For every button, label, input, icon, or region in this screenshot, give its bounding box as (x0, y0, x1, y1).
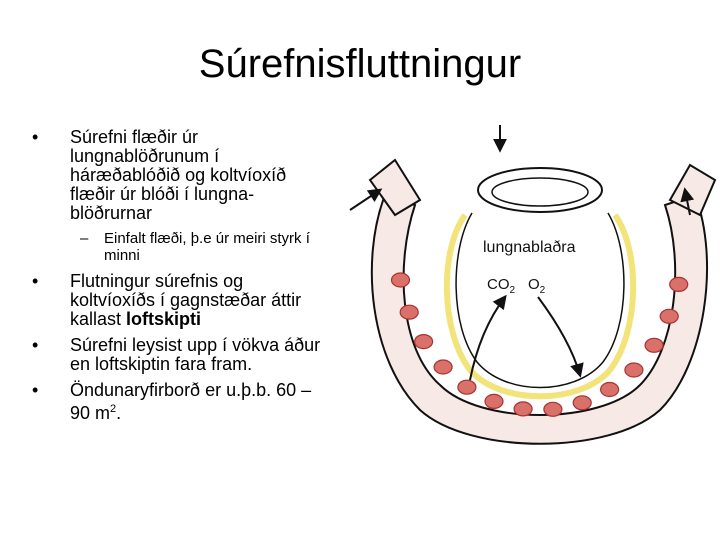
bullet-line: lungnablöðrunum í (70, 146, 220, 166)
red-blood-cell (484, 393, 504, 409)
flow-arrow-left (349, 188, 383, 211)
red-blood-cell (669, 276, 689, 292)
red-blood-cell (414, 334, 434, 350)
red-blood-cell (390, 272, 411, 288)
bullet-line: Flutningur súrefnis og (70, 271, 244, 291)
bullet-line: en loftskiptin fara fram. (70, 354, 253, 374)
capillary-band (370, 193, 709, 445)
bullet-line: Öndunaryfirborð er u.þ.b. 60 – (70, 380, 312, 400)
o2-arrow (537, 296, 584, 378)
bullet-item-2: • Flutningur súrefnis og koltvíoxíðs í g… (32, 272, 342, 329)
sub-bullet-line: minni (104, 247, 140, 264)
alveolus-label: lungnablaðra (483, 239, 576, 256)
bullet-dot: • (32, 335, 39, 355)
red-blood-cell (399, 304, 419, 320)
capillary-wall (368, 158, 717, 445)
bullet-text: . (116, 403, 122, 423)
slide-title: Súrefnisfluttningur (198, 42, 522, 86)
flow-arrow-top-right (680, 187, 695, 216)
bullet-line: háræðablóðið og koltvíoxíð (70, 165, 287, 185)
left-capillary-end (368, 158, 422, 217)
bullet-text: 90 m (70, 403, 111, 423)
bullet-line: Súrefni flæðir úr (70, 127, 199, 147)
bullet-dot: • (32, 271, 39, 291)
alveolus-opening-inner (491, 177, 589, 207)
red-blood-cell (572, 395, 592, 411)
alveolus-lining (443, 213, 637, 400)
bullet-item-1: • Súrefni flæðir úr lungnablöðrunum í há… (32, 128, 342, 223)
bold-term: loftskipti (126, 309, 202, 329)
co2-arrow (469, 294, 507, 381)
bullet-line: kallast loftskipti (70, 310, 342, 329)
sub-bullet-dash: – (80, 230, 89, 247)
bullet-line: Súrefni leysist upp í vökva áður (70, 335, 321, 355)
sub-bullet-line: Einfalt flæði, þ.e úr meiri styrk í (104, 230, 310, 247)
bullet-line: flæðir úr blóði í lungna- (70, 184, 255, 204)
red-blood-cell (513, 401, 533, 417)
superscript: 2 (110, 403, 117, 415)
bullet-line: 90 m2. (70, 400, 342, 423)
o2-label: O2 (528, 276, 546, 296)
bullet-line: blöðrurnar (70, 203, 153, 223)
red-blood-cell (543, 401, 563, 417)
red-blood-cell (659, 308, 679, 324)
o2-subscript: 2 (540, 285, 546, 296)
red-blood-cell (644, 337, 664, 353)
bullet-item-4: • Öndunaryfirborð er u.þ.b. 60 – 90 m2. (32, 381, 342, 423)
red-blood-cell (457, 379, 477, 395)
bullet-dot: • (32, 380, 39, 400)
co2-subscript: 2 (510, 285, 516, 296)
alveolus-inner-wall (455, 212, 625, 389)
red-blood-cell (624, 362, 644, 378)
sub-bullet-item-1: – Einfalt flæði, þ.e úr meiri styrk í mi… (32, 230, 342, 264)
bullet-line: koltvíoxíðs í gagnstæðar áttir (70, 290, 302, 310)
co2-text: CO (487, 276, 510, 293)
co2-label: CO2 (487, 276, 516, 296)
red-blood-cell (599, 381, 620, 398)
red-blood-cell (433, 359, 453, 375)
bullet-item-3: • Súrefni leysist upp í vökva áður en lo… (32, 336, 342, 374)
bullet-text: kallast (70, 309, 127, 329)
o2-text: O (528, 276, 540, 293)
bullet-dot: • (32, 127, 39, 147)
alveolus-diagram: lungnablaðra CO2 O2 (349, 125, 717, 445)
bullet-list: • Súrefni flæðir úr lungnablöðrunum í há… (32, 128, 342, 430)
